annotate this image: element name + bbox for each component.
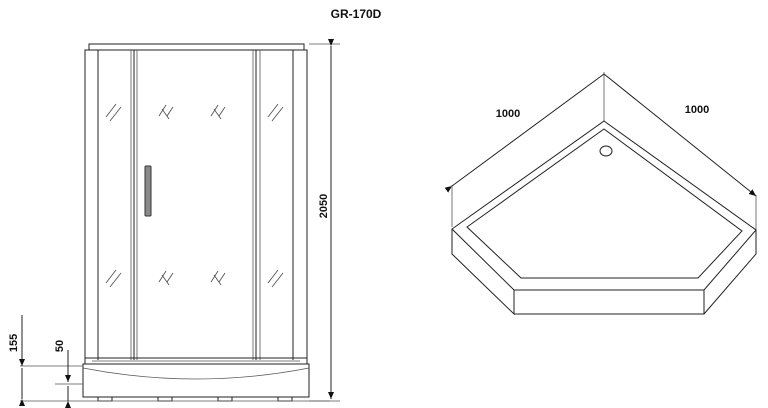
- tray-inner-basin: [466, 128, 743, 279]
- base-tray: [82, 363, 310, 398]
- side-right-label: 1000: [685, 104, 709, 116]
- base-dimension: 155: [8, 315, 25, 406]
- tray-label: 50: [54, 340, 66, 352]
- front-view: [20, 43, 340, 402]
- tray-dimension: 50: [54, 340, 71, 408]
- height-label: 2050: [318, 194, 330, 218]
- glass-reflection-marks: [105, 103, 284, 288]
- door-handle: [144, 165, 152, 217]
- drain-icon: [599, 145, 613, 157]
- height-dimension: 2050: [318, 39, 334, 399]
- side-left-label: 1000: [496, 108, 520, 120]
- tray-view: 1000 1000: [444, 72, 757, 316]
- model-title: GR-170D: [331, 7, 382, 21]
- base-label: 155: [8, 334, 20, 352]
- tray-outer-rim: [451, 120, 757, 291]
